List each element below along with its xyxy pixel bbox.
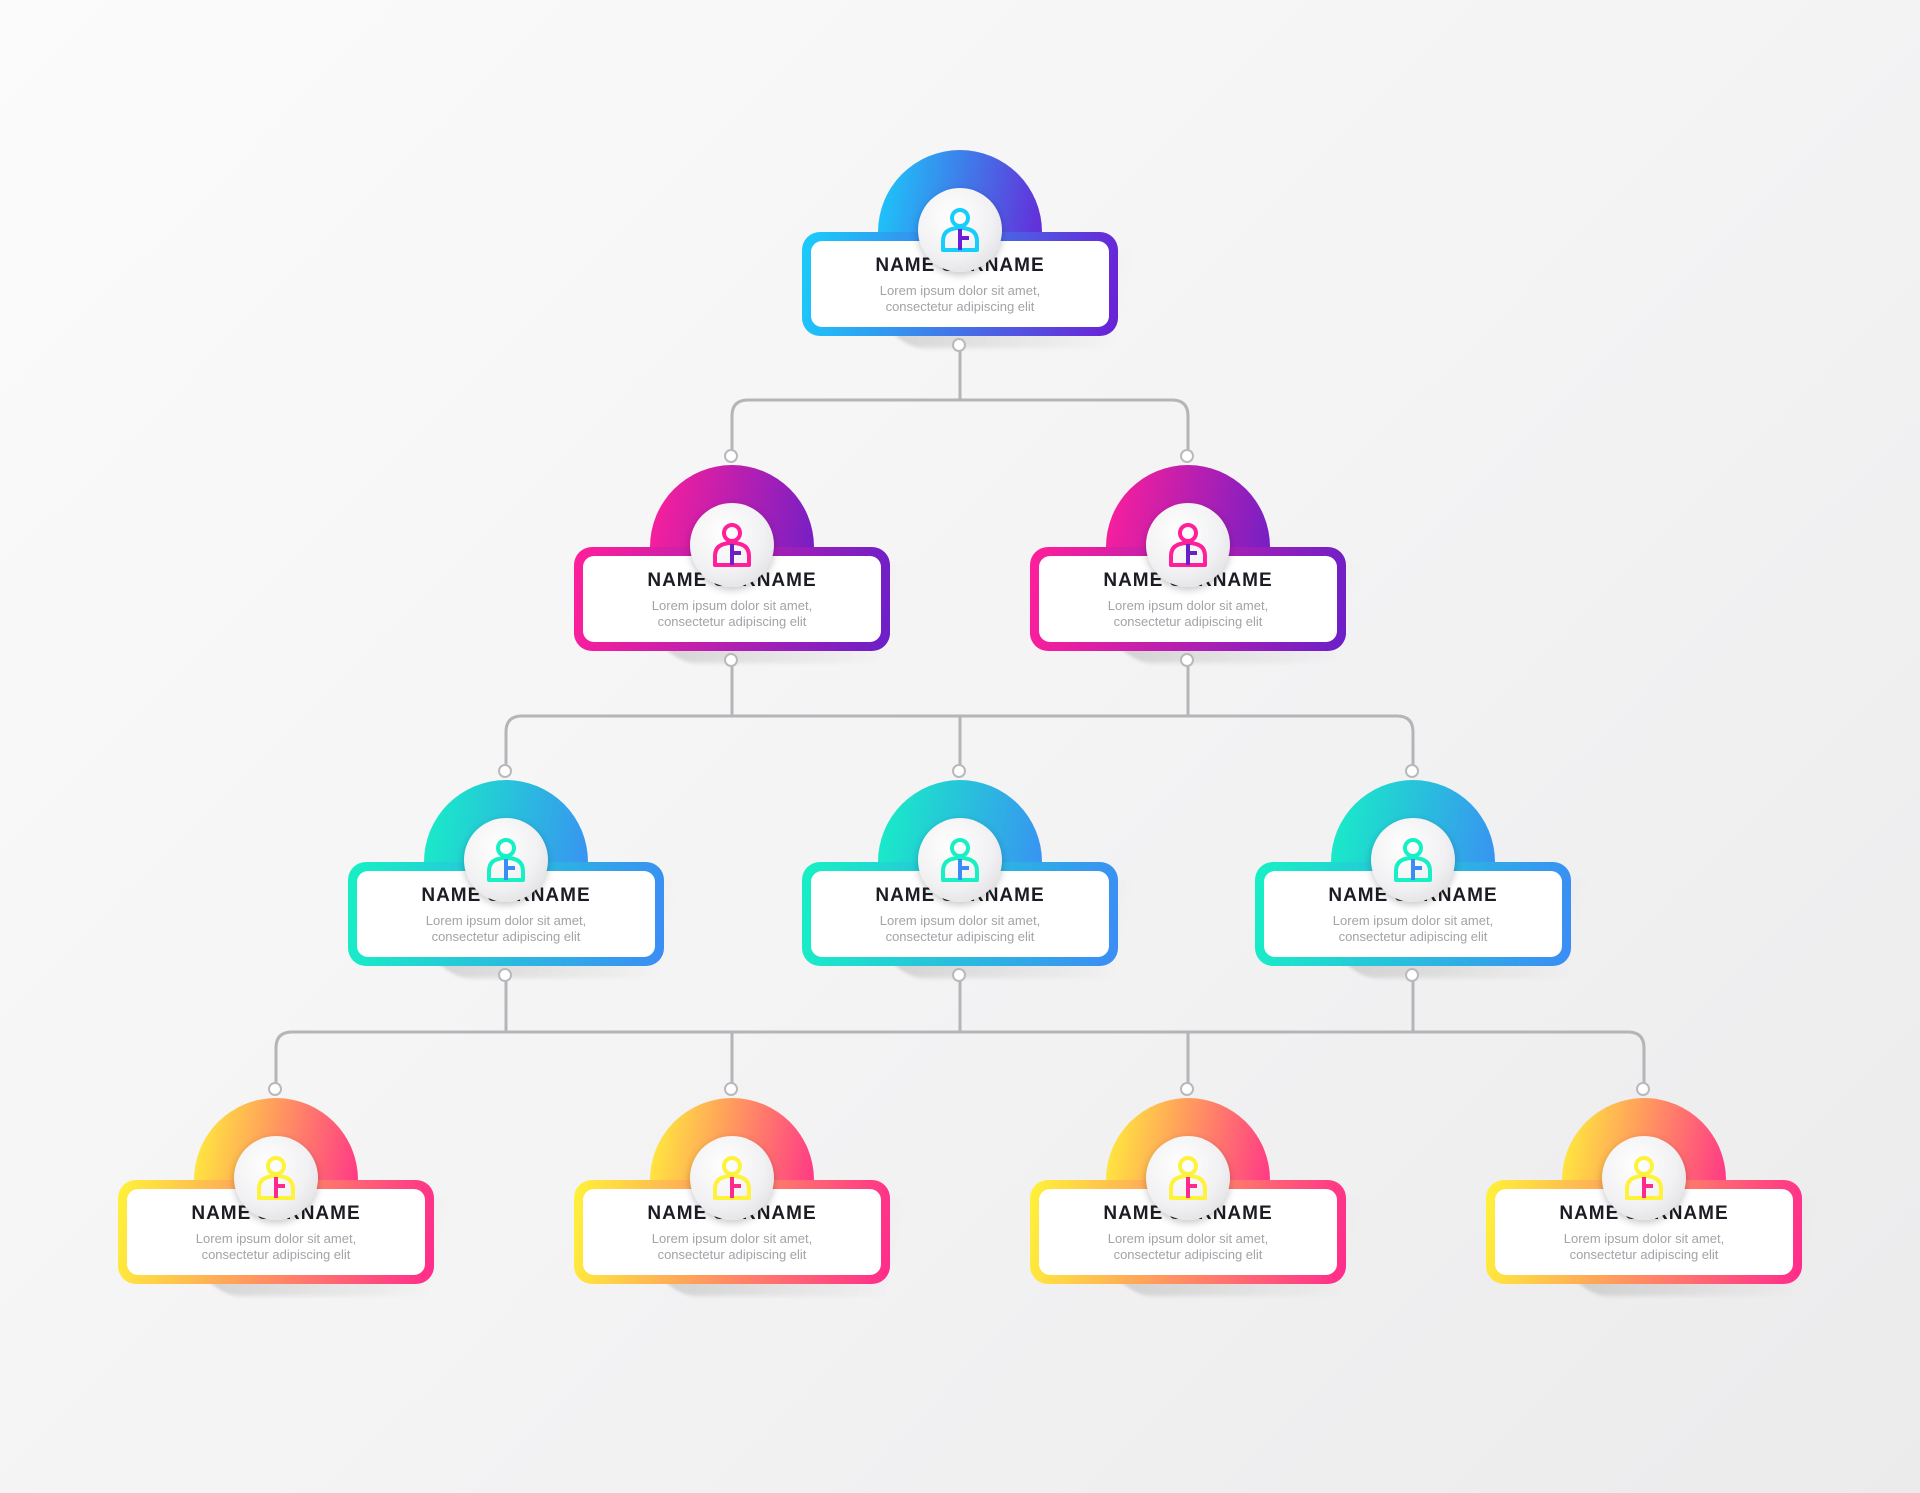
node-description-line-1: Lorem ipsum dolor sit amet,: [1563, 1231, 1725, 1246]
node-avatar: [918, 818, 1002, 902]
person-icon: [487, 838, 525, 882]
node-description-line-1: Lorem ipsum dolor sit amet,: [879, 913, 1041, 928]
node-top-connector-dot: [724, 449, 738, 463]
node-description-line-1: Lorem ipsum dolor sit amet,: [879, 283, 1041, 298]
node-avatar: [1146, 1136, 1230, 1220]
person-icon: [1394, 838, 1432, 882]
node-description-line-2: consectetur adipiscing elit: [657, 614, 807, 629]
node-avatar: [918, 188, 1002, 272]
node-description-line-1: Lorem ipsum dolor sit amet,: [1107, 598, 1269, 613]
org-node-level-1-1: NAME SURNAME Lorem ipsum dolor sit amet,…: [802, 150, 1221, 352]
person-icon: [941, 208, 979, 252]
node-description-line-2: consectetur adipiscing elit: [657, 1247, 807, 1262]
person-icon: [257, 1156, 295, 1200]
node-description-line-1: Lorem ipsum dolor sit amet,: [1332, 913, 1494, 928]
node-description-line-2: consectetur adipiscing elit: [885, 929, 1035, 944]
node-avatar: [1371, 818, 1455, 902]
node-card: NAME SURNAME Lorem ipsum dolor sit amet,…: [1039, 1189, 1337, 1275]
node-top-connector-dot: [1180, 1082, 1194, 1096]
node-description: Lorem ipsum dolor sit amet, consectetur …: [1039, 1231, 1337, 1263]
node-card: NAME SURNAME Lorem ipsum dolor sit amet,…: [811, 241, 1109, 327]
node-bottom-connector-dot: [952, 968, 966, 982]
node-bottom-connector-dot: [952, 338, 966, 352]
node-description-line-2: consectetur adipiscing elit: [201, 1247, 351, 1262]
node-description-line-2: consectetur adipiscing elit: [1338, 929, 1488, 944]
node-description-line-1: Lorem ipsum dolor sit amet,: [195, 1231, 357, 1246]
node-bottom-connector-dot: [1405, 968, 1419, 982]
org-node-level-3-3: NAME SURNAME Lorem ipsum dolor sit amet,…: [1255, 764, 1674, 982]
person-icon: [713, 523, 751, 567]
node-description: Lorem ipsum dolor sit amet, consectetur …: [811, 283, 1109, 315]
node-avatar: [690, 503, 774, 587]
node-top-connector-dot: [1180, 449, 1194, 463]
node-description: Lorem ipsum dolor sit amet, consectetur …: [1495, 1231, 1793, 1263]
person-icon: [941, 838, 979, 882]
node-bottom-connector-dot: [724, 653, 738, 667]
node-description-line-2: consectetur adipiscing elit: [1113, 1247, 1263, 1262]
org-node-level-2-1: NAME SURNAME Lorem ipsum dolor sit amet,…: [574, 449, 993, 667]
node-description-line-2: consectetur adipiscing elit: [1569, 1247, 1719, 1262]
node-card: NAME SURNAME Lorem ipsum dolor sit amet,…: [1264, 871, 1562, 957]
node-top-connector-dot: [498, 764, 512, 778]
node-top-connector-dot: [1405, 764, 1419, 778]
org-node-level-4-1: NAME SURNAME Lorem ipsum dolor sit amet,…: [118, 1082, 537, 1296]
node-description: Lorem ipsum dolor sit amet, consectetur …: [357, 913, 655, 945]
org-node-level-4-2: NAME SURNAME Lorem ipsum dolor sit amet,…: [574, 1082, 993, 1296]
node-description-line-1: Lorem ipsum dolor sit amet,: [651, 1231, 813, 1246]
node-description: Lorem ipsum dolor sit amet, consectetur …: [127, 1231, 425, 1263]
connector-bus-3: [274, 1030, 1646, 1090]
node-avatar: [1602, 1136, 1686, 1220]
node-avatar: [464, 818, 548, 902]
node-avatar: [1146, 503, 1230, 587]
connector-bus-1: [730, 398, 1190, 457]
node-top-connector-dot: [724, 1082, 738, 1096]
node-description: Lorem ipsum dolor sit amet, consectetur …: [811, 913, 1109, 945]
person-icon: [1169, 523, 1207, 567]
node-description-line-2: consectetur adipiscing elit: [431, 929, 581, 944]
person-icon: [713, 1156, 751, 1200]
node-description-line-1: Lorem ipsum dolor sit amet,: [651, 598, 813, 613]
node-description: Lorem ipsum dolor sit amet, consectetur …: [583, 598, 881, 630]
node-top-connector-dot: [268, 1082, 282, 1096]
node-description-line-2: consectetur adipiscing elit: [885, 299, 1035, 314]
node-top-connector-dot: [1636, 1082, 1650, 1096]
node-avatar: [234, 1136, 318, 1220]
node-description: Lorem ipsum dolor sit amet, consectetur …: [583, 1231, 881, 1263]
node-bottom-connector-dot: [498, 968, 512, 982]
org-node-level-2-2: NAME SURNAME Lorem ipsum dolor sit amet,…: [1030, 449, 1449, 667]
node-description-line-2: consectetur adipiscing elit: [1113, 614, 1263, 629]
person-icon: [1169, 1156, 1207, 1200]
node-description-line-1: Lorem ipsum dolor sit amet,: [1107, 1231, 1269, 1246]
node-description: Lorem ipsum dolor sit amet, consectetur …: [1264, 913, 1562, 945]
node-bottom-connector-dot: [1180, 653, 1194, 667]
node-top-connector-dot: [952, 764, 966, 778]
node-description-line-1: Lorem ipsum dolor sit amet,: [425, 913, 587, 928]
org-node-level-3-2: NAME SURNAME Lorem ipsum dolor sit amet,…: [802, 764, 1221, 982]
org-node-level-3-1: NAME SURNAME Lorem ipsum dolor sit amet,…: [348, 764, 767, 982]
node-avatar: [690, 1136, 774, 1220]
org-node-level-4-4: NAME SURNAME Lorem ipsum dolor sit amet,…: [1486, 1082, 1905, 1296]
org-node-level-4-3: NAME SURNAME Lorem ipsum dolor sit amet,…: [1030, 1082, 1449, 1296]
person-icon: [1625, 1156, 1663, 1200]
node-description: Lorem ipsum dolor sit amet, consectetur …: [1039, 598, 1337, 630]
